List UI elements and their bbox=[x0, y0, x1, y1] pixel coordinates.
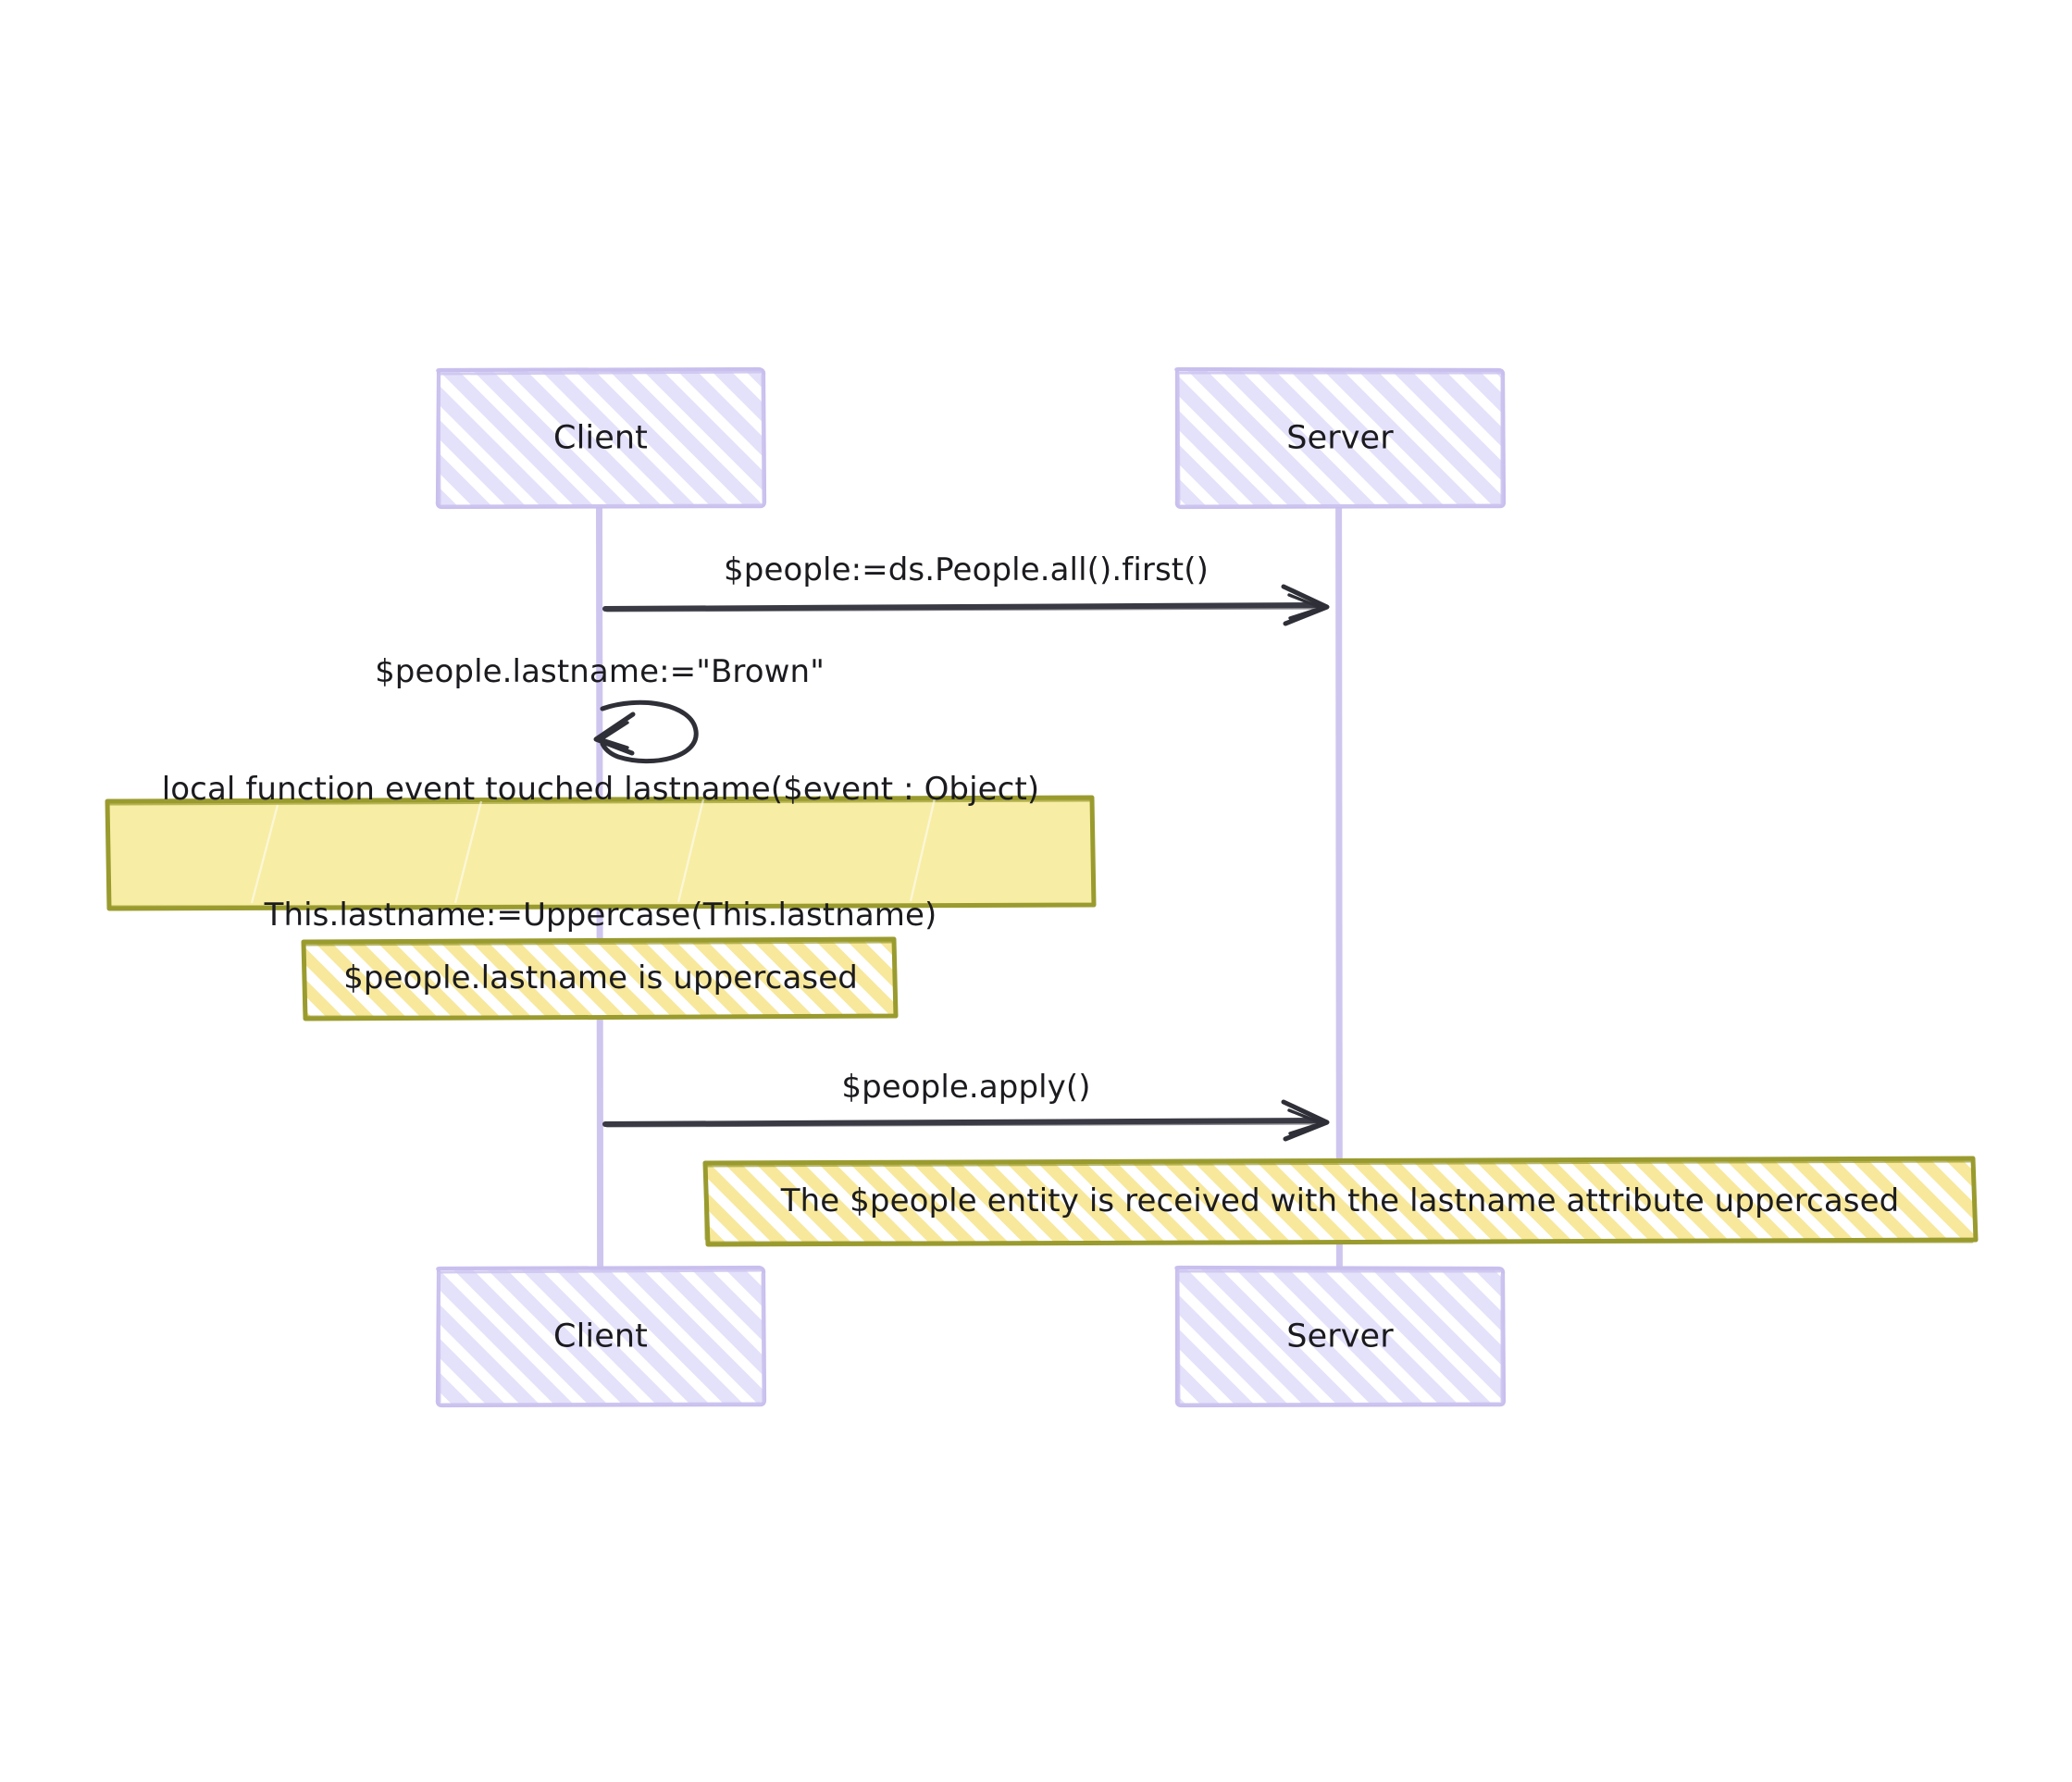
message-selfloop-set-lastname[interactable] bbox=[593, 699, 699, 764]
participant-box-server-top[interactable] bbox=[1174, 366, 1507, 510]
note-text-line: local function event touched lastname($e… bbox=[161, 771, 1040, 809]
note-text-received: The $people entity is received with the … bbox=[780, 1182, 1900, 1220]
message-arrow-apply[interactable] bbox=[602, 1099, 1330, 1142]
participant-label-client-top: Client bbox=[553, 419, 648, 457]
note-box-uppercased bbox=[301, 936, 899, 1021]
note-box-local-function bbox=[105, 795, 1097, 911]
lifeline-server bbox=[1335, 503, 1343, 1271]
message-label-fetch: $people:=ds.People.all().first() bbox=[724, 551, 1209, 589]
participant-label-server-bottom: Server bbox=[1286, 1318, 1394, 1355]
message-label-set-lastname: $people.lastname:="Brown" bbox=[375, 653, 825, 691]
note-text-local-function: local function event touched lastname($e… bbox=[162, 686, 1040, 1021]
participant-box-server-bottom[interactable] bbox=[1174, 1265, 1507, 1408]
participant-box-client-bottom[interactable] bbox=[435, 1265, 767, 1408]
participant-label-client-bottom: Client bbox=[553, 1318, 648, 1355]
note-box-received bbox=[702, 1156, 1979, 1247]
note-text-line: This.lastname:=Uppercase(This.lastname) bbox=[264, 897, 937, 934]
message-label-apply: $people.apply() bbox=[841, 1069, 1091, 1107]
message-arrow-fetch[interactable] bbox=[602, 584, 1330, 626]
participant-label-server-top: Server bbox=[1286, 419, 1394, 457]
note-text-uppercased: $people.lastname is uppercased bbox=[343, 959, 858, 997]
participant-box-client-top[interactable] bbox=[435, 366, 767, 510]
